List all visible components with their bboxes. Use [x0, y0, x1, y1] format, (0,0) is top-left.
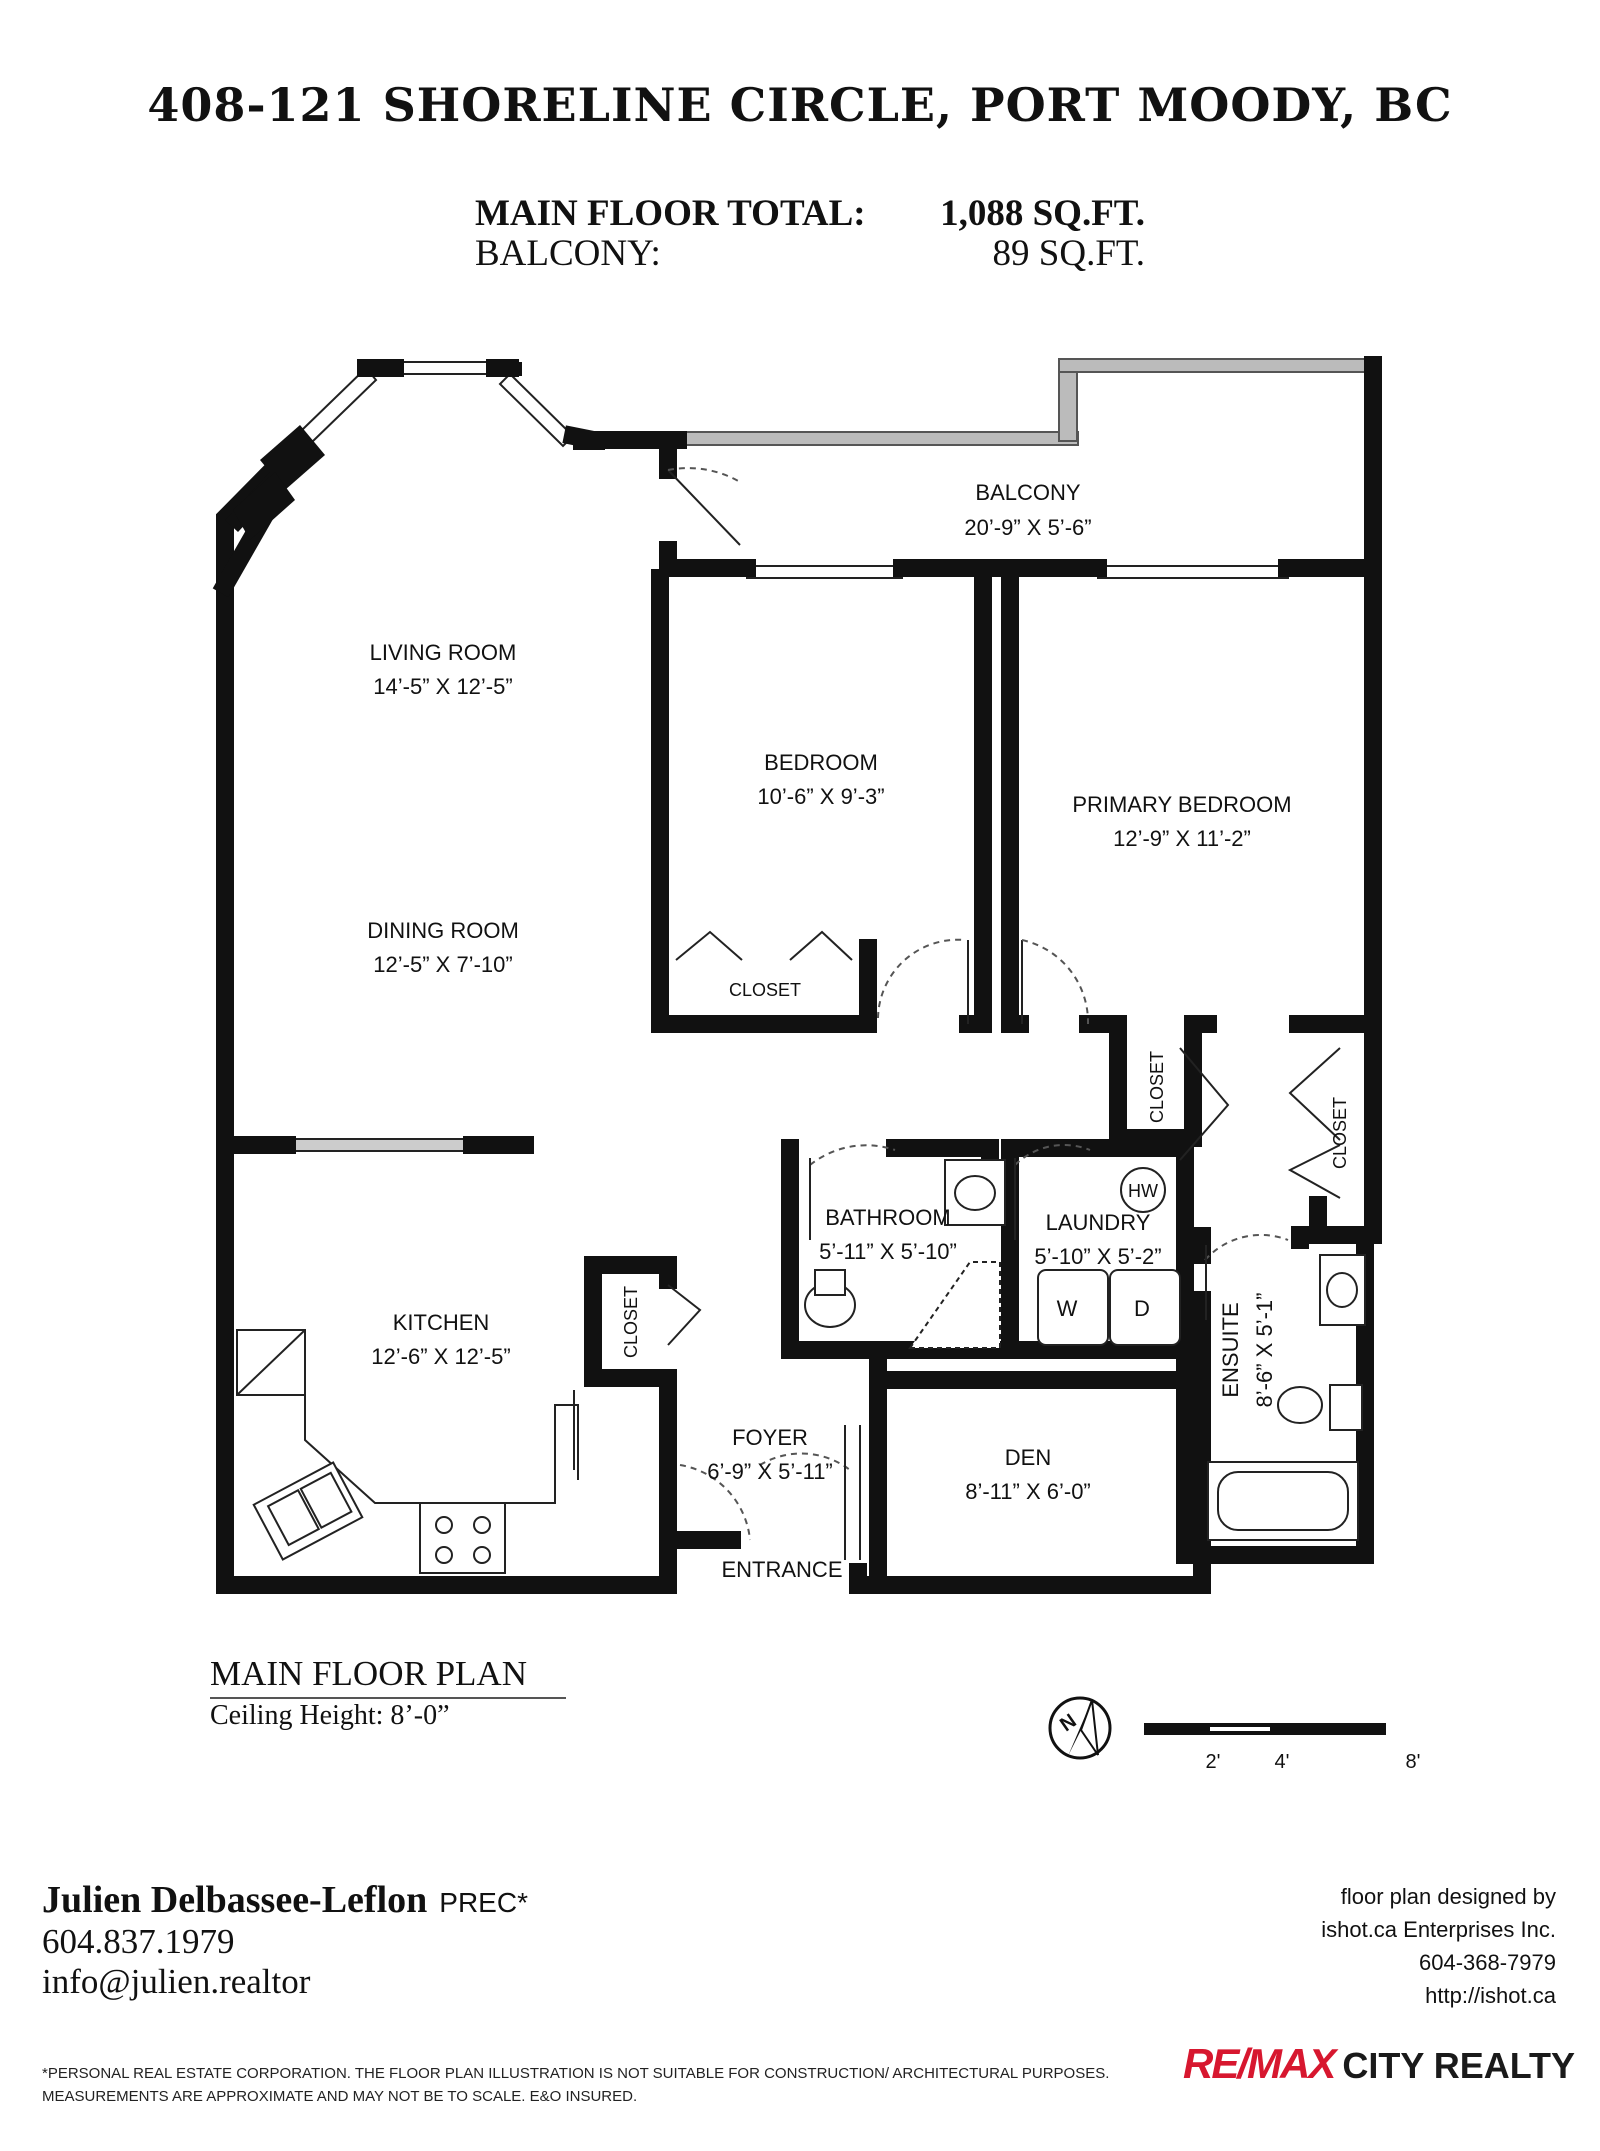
fixtures — [236, 1159, 1366, 1574]
stove — [419, 1502, 506, 1574]
dining-room-label: DINING ROOM — [367, 918, 519, 943]
washer-label: W — [1057, 1296, 1078, 1321]
scale-2ft: 2' — [1206, 1751, 1221, 1773]
disclaimer: *PERSONAL REAL ESTATE CORPORATION. THE F… — [42, 2062, 1109, 2108]
agent-phone[interactable]: 604.837.1979 — [42, 1922, 235, 1961]
den-label: DEN — [1005, 1445, 1051, 1470]
ensuite-toilet — [1277, 1386, 1323, 1424]
scale-4ft: 4' — [1275, 1751, 1290, 1773]
disclaimer-line1: *PERSONAL REAL ESTATE CORPORATION. THE F… — [42, 2065, 1110, 2082]
window-living-ne — [498, 372, 575, 448]
balcony-total-row: BALCONY: 89 SQ.FT. — [475, 232, 1145, 274]
city-realty-wordmark: CITY REALTY — [1342, 2045, 1576, 2086]
laundry-dims: 5’-10” X 5’-2” — [1034, 1244, 1161, 1269]
balcony-total-value: 89 SQ.FT. — [992, 233, 1145, 274]
door-swings — [573, 467, 1289, 1560]
balcony-total-label: BALCONY: — [475, 233, 661, 274]
scale-8ft: 8' — [1406, 1751, 1421, 1773]
disclaimer-line2: MEASUREMENTS ARE APPROXIMATE AND MAY NOT… — [42, 2088, 638, 2105]
closet-label-primary-a: CLOSET — [1147, 1051, 1167, 1123]
washer — [1037, 1269, 1109, 1346]
bathroom-dims: 5’-11” X 5’-10” — [819, 1239, 957, 1264]
ensuite-label: ENSUITE — [1218, 1302, 1243, 1397]
designer-url[interactable]: http://ishot.ca — [1425, 1983, 1556, 2008]
hw-label: HW — [1128, 1181, 1158, 1201]
dryer-label: D — [1134, 1296, 1150, 1321]
area-totals: MAIN FLOOR TOTAL: 1,088 SQ.FT. BALCONY: … — [475, 192, 1145, 274]
window-living-top — [394, 361, 496, 375]
agent-designation: PREC* — [439, 1887, 528, 1918]
ensuite-dims: 8’-6” X 5’-1” — [1252, 1293, 1277, 1408]
room-labels: BALCONY 20’-9” X 5’-6” LIVING ROOM 14’-5… — [367, 480, 1350, 1582]
north-arrow-icon: N — [1048, 1696, 1112, 1760]
window-kitchen-pass — [286, 1138, 473, 1152]
closet-label-bedroom: CLOSET — [729, 980, 801, 1000]
agent-name: Julien Delbassee-Leflon — [42, 1879, 428, 1921]
foyer-label: FOYER — [732, 1425, 808, 1450]
window-bedroom — [746, 565, 903, 579]
kitchen-dims: 12’-6” X 12’-5” — [371, 1344, 510, 1369]
balcony-label: BALCONY — [975, 480, 1080, 505]
designer-phone[interactable]: 604-368-7979 — [1418, 1950, 1556, 1975]
living-room-dims: 14’-5” X 12’-5” — [373, 674, 512, 699]
designer-line1: floor plan designed by — [1340, 1884, 1556, 1909]
living-room-label: LIVING ROOM — [370, 640, 517, 665]
shower — [908, 1261, 1001, 1349]
bay-walls — [225, 362, 605, 540]
bedroom-dims: 10’-6” X 9’-3” — [757, 784, 884, 809]
bathroom-label: BATHROOM — [825, 1205, 950, 1230]
plan-title: MAIN FLOOR PLAN — [210, 1654, 527, 1693]
laundry-label: LAUNDRY — [1046, 1210, 1151, 1235]
designer-credit: floor plan designed by ishot.ca Enterpri… — [1321, 1880, 1556, 2012]
ceiling-height: Ceiling Height: 8’-0” — [210, 1700, 450, 1731]
window-living-nw — [300, 366, 378, 444]
agent-contact: Julien Delbassee-Leflon PREC* 604.837.19… — [42, 1878, 528, 2002]
dryer — [1109, 1269, 1181, 1346]
den-dims: 8’-11” X 6’-0” — [965, 1479, 1091, 1504]
entrance-label: ENTRANCE — [721, 1557, 842, 1582]
agent-email[interactable]: info@julien.realtor — [42, 1962, 311, 2001]
scale-bar: 2' 4' 8' — [1144, 1723, 1421, 1773]
plan-title-underline — [210, 1697, 566, 1699]
primary-bedroom-label: PRIMARY BEDROOM — [1072, 792, 1291, 817]
closet-label-kitchen: CLOSET — [621, 1286, 641, 1358]
primary-bedroom-dims: 12’-9” X 11’-2” — [1113, 826, 1251, 851]
designer-line2: ishot.ca Enterprises Inc. — [1321, 1917, 1556, 1942]
closet-doors — [667, 930, 1341, 1346]
kitchen-label: KITCHEN — [393, 1310, 490, 1335]
main-floor-total-row: MAIN FLOOR TOTAL: 1,088 SQ.FT. — [475, 192, 1145, 234]
balcony-railing — [677, 358, 1377, 446]
bedroom-label: BEDROOM — [764, 750, 878, 775]
main-floor-total-value: 1,088 SQ.FT. — [940, 193, 1145, 234]
listing-title: 408-121 SHORELINE CIRCLE, PORT MOODY, BC — [147, 78, 1453, 132]
remax-wordmark: RE/MAX — [1183, 2040, 1336, 2087]
balcony-dims: 20’-9” X 5’-6” — [964, 515, 1091, 540]
window-primary — [1097, 565, 1289, 579]
dining-room-dims: 12’-5” X 7’-10” — [373, 952, 512, 977]
main-floor-total-label: MAIN FLOOR TOTAL: — [475, 193, 866, 234]
closet-label-primary-b: CLOSET — [1330, 1097, 1350, 1169]
foyer-dims: 6’-9” X 5’-11” — [707, 1459, 833, 1484]
hot-water-tank — [1120, 1167, 1166, 1213]
